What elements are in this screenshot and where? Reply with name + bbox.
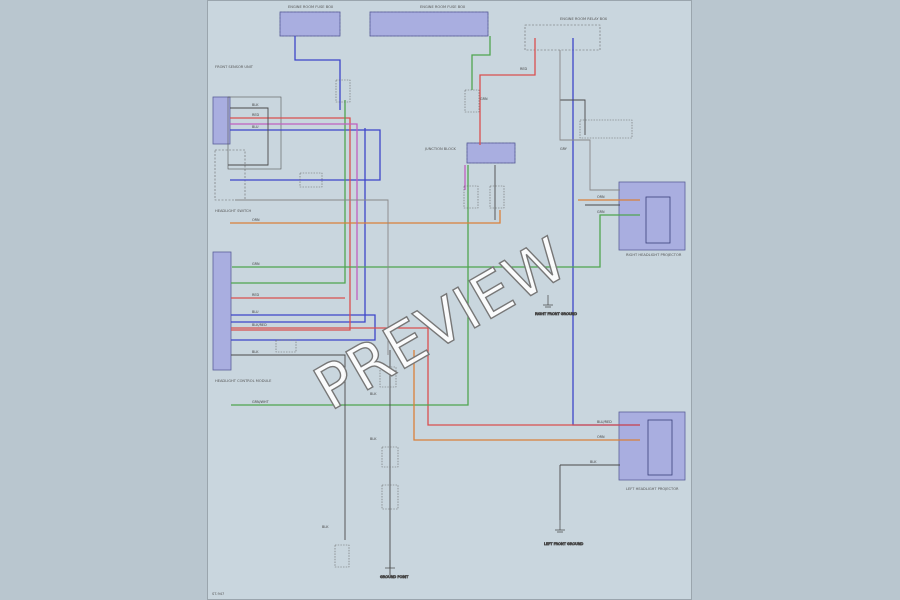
ground-right-label: RIGHT FRONT GROUND	[535, 312, 577, 316]
svg-text:ORN: ORN	[597, 435, 605, 439]
svg-text:BLK: BLK	[322, 525, 329, 529]
main-ecu: HEADLIGHT CONTROL MODULE	[212, 251, 272, 383]
ground-left: LEFT FRONT GROUND	[544, 520, 584, 546]
right-projector-label: RIGHT HEADLIGHT PROJECTOR	[626, 253, 682, 257]
wire-blue-5	[231, 128, 366, 323]
junction-label: JUNCTION BLOCK	[424, 147, 456, 151]
wire-green-1	[471, 36, 491, 90]
schematic-sheet	[207, 0, 692, 600]
svg-text:BLK: BLK	[252, 350, 259, 354]
wire-black-1	[228, 107, 269, 166]
svg-text:BLK: BLK	[370, 392, 377, 396]
svg-text:BLU/RED: BLU/RED	[597, 420, 612, 424]
svg-text:RED: RED	[252, 113, 259, 117]
top-relay-box: ENGINE ROOM RELAY BOX	[524, 17, 608, 51]
svg-text:GRN/WHT: GRN/WHT	[252, 400, 270, 404]
wire-gray-2	[559, 50, 620, 191]
wire-red-3	[231, 327, 640, 426]
wire-green-4	[231, 100, 346, 284]
wire-blue-2	[230, 129, 381, 181]
wire-pink-1	[230, 123, 358, 300]
svg-text:BLU: BLU	[252, 125, 259, 129]
svg-text:BLU: BLU	[252, 310, 259, 314]
svg-text:ORN: ORN	[252, 218, 260, 222]
wire-orange-3	[413, 350, 640, 441]
wire-black-8	[560, 99, 586, 135]
svg-text:GRN: GRN	[252, 262, 260, 266]
svg-text:GRN: GRN	[480, 97, 488, 101]
junction-block: JUNCTION BLOCK	[424, 142, 516, 164]
front-sensor-label: FRONT SENSOR UNIT	[215, 65, 254, 69]
wire-labels: BLK RED BLU ORN GRN RED BLU BLK/RED BLK …	[252, 67, 612, 529]
wires	[228, 36, 640, 575]
front-switch-label: HEADLIGHT SWITCH	[215, 209, 251, 213]
wire-orange-1	[230, 210, 501, 224]
svg-text:BLK/RED: BLK/RED	[252, 323, 267, 327]
svg-text:GRN: GRN	[597, 210, 605, 214]
svg-text:BLK: BLK	[252, 103, 259, 107]
top-fuse-2-label: ENGINE ROOM FUSE BOX	[420, 5, 466, 9]
connectors	[275, 79, 633, 568]
ground-left-label: LEFT FRONT GROUND	[544, 542, 583, 546]
wire-red-1	[230, 117, 351, 331]
wire-red-2	[479, 38, 536, 145]
svg-text:RED: RED	[520, 67, 527, 71]
wire-green-3	[231, 165, 469, 406]
top-relay-label: ENGINE ROOM RELAY BOX	[560, 17, 608, 21]
front-sensor-unit: FRONT SENSOR UNIT	[212, 65, 282, 170]
svg-text:BLK: BLK	[590, 460, 597, 464]
ground-right: RIGHT FRONT GROUND	[535, 295, 578, 316]
top-fuse-1-label: ENGINE ROOM FUSE BOX	[288, 5, 334, 9]
preview-watermark: PREVIEW	[303, 224, 579, 424]
top-fuse-box-1: ENGINE ROOM FUSE BOX	[279, 5, 341, 37]
svg-text:BLK: BLK	[370, 437, 377, 441]
wire-black-2	[231, 354, 346, 540]
wire-gray-1	[235, 199, 389, 355]
ground-bottom: GROUND POINT	[380, 560, 409, 579]
right-projector: RIGHT HEADLIGHT PROJECTOR	[618, 181, 686, 257]
left-projector: LEFT HEADLIGHT PROJECTOR	[618, 411, 686, 491]
left-projector-label: LEFT HEADLIGHT PROJECTOR	[626, 487, 679, 491]
svg-text:ORN: ORN	[597, 195, 605, 199]
bottom-ground-label: GROUND POINT	[380, 575, 409, 579]
wire-green-2	[232, 214, 640, 268]
top-fuse-box-2: ENGINE ROOM FUSE BOX	[369, 5, 489, 37]
wire-blue-1	[294, 36, 341, 110]
page-number: ST-947	[212, 592, 224, 596]
front-switch-box: HEADLIGHT SWITCH	[214, 149, 251, 213]
svg-text:GRY: GRY	[560, 147, 568, 151]
svg-text:RED: RED	[252, 293, 259, 297]
main-ecu-label: HEADLIGHT CONTROL MODULE	[215, 379, 272, 383]
